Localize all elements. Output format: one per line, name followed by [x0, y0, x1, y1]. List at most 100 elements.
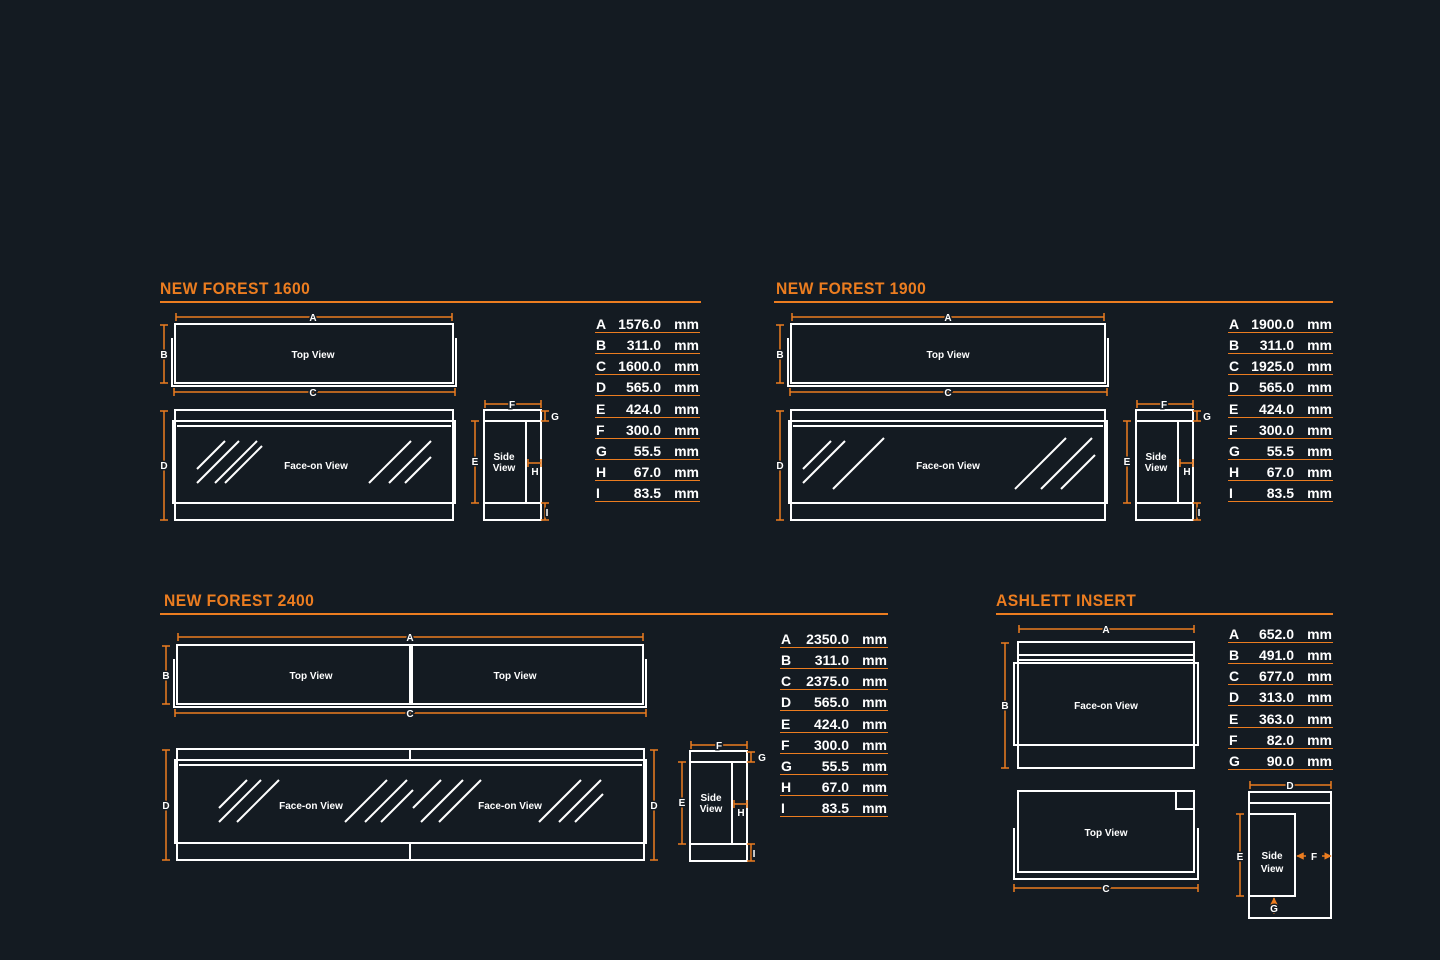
- spec-letter: I: [1229, 485, 1233, 502]
- spec-unit: mm: [674, 316, 699, 332]
- spec-value: 83.5: [1266, 485, 1294, 502]
- spec-letter: A: [1229, 316, 1240, 332]
- spec-unit: mm: [862, 800, 887, 817]
- nf1900-dim-D: D: [776, 461, 783, 472]
- spec-letter: F: [1229, 731, 1238, 748]
- spec-unit: mm: [1307, 710, 1332, 727]
- nf2400-dimension-labels: A B C D D E F G H I: [161, 632, 768, 862]
- nf1600-dim-A: A: [309, 313, 316, 324]
- panel-title-nf1900: NEW FOREST 1900: [776, 279, 927, 298]
- spec-letter: D: [596, 379, 607, 396]
- nf2400-dim-B: B: [162, 671, 169, 682]
- spec-letter: F: [596, 421, 605, 438]
- spec-value: 1900.0: [1251, 316, 1294, 332]
- spec-value: 1576.0: [618, 316, 661, 332]
- ashlett-dim-G: G: [1270, 904, 1278, 915]
- spec-value: 1600.0: [618, 358, 661, 375]
- spec-letter: D: [1229, 379, 1240, 396]
- nf1900-side-view-label-2: View: [1145, 463, 1168, 474]
- spec-unit: mm: [862, 673, 887, 690]
- spec-letter: D: [1229, 689, 1240, 706]
- ashlett-dim-E: E: [1237, 852, 1244, 863]
- spec-unit: mm: [862, 694, 887, 711]
- nf1900-top-view: [787, 323, 1109, 387]
- spec-unit: mm: [1307, 358, 1332, 375]
- nf2400-top-view: [173, 644, 647, 708]
- nf2400-dim-E: E: [679, 798, 686, 809]
- spec-value: 311.0: [1259, 337, 1294, 354]
- spec-unit: mm: [674, 337, 699, 354]
- spec-value: 2350.0: [806, 631, 849, 647]
- panel-rule-nf2400: [160, 613, 888, 615]
- nf1600-dim-F: F: [509, 400, 515, 411]
- spec-unit: mm: [1307, 668, 1332, 685]
- spec-unit: mm: [862, 715, 887, 732]
- spec-letter: G: [1229, 442, 1240, 459]
- spec-unit: mm: [674, 463, 699, 480]
- spec-unit: mm: [862, 757, 887, 774]
- nf1900-dim-G: G: [1203, 412, 1211, 423]
- spec-unit: mm: [1307, 485, 1332, 502]
- nf2400-dim-D-right: D: [650, 801, 657, 812]
- nf1900-dim-H: H: [1183, 467, 1190, 478]
- spec-letter: C: [781, 673, 792, 690]
- nf1600-dim-G: G: [551, 412, 559, 423]
- nf1900-top-view-label: Top View: [927, 350, 970, 361]
- spec-letter: E: [1229, 400, 1239, 417]
- spec-letter: G: [596, 442, 607, 459]
- nf2400-dimension-lines: [162, 633, 755, 862]
- nf1600-dim-C: C: [309, 388, 316, 399]
- spec-letter: C: [1229, 668, 1240, 685]
- spec-unit: mm: [1307, 731, 1332, 748]
- spec-value: 1925.0: [1251, 358, 1294, 375]
- nf1600-dim-D: D: [160, 461, 167, 472]
- spec-value: 652.0: [1258, 626, 1294, 642]
- nf1600-dimension-lines: [160, 313, 549, 521]
- spec-unit: mm: [1307, 400, 1332, 417]
- nf2400-dim-I: I: [753, 849, 756, 860]
- nf2400-dim-G: G: [758, 753, 766, 764]
- nf2400-side-view-label-2: View: [700, 804, 723, 815]
- spec-letter: A: [1229, 626, 1240, 642]
- ashlett-side-view-label-1: Side: [1261, 851, 1283, 862]
- spec-value: 424.0: [1258, 400, 1294, 417]
- nf1900-side-view-label-1: Side: [1145, 452, 1167, 463]
- spec-value: 565.0: [1258, 379, 1294, 396]
- nf1900-dim-I: I: [1198, 508, 1201, 519]
- nf2400-face-view-label-left: Face-on View: [279, 801, 343, 812]
- nf1600-top-view-label: Top View: [292, 350, 335, 361]
- panel-rule-nf1600: [160, 301, 701, 303]
- nf1900-dim-E: E: [1124, 457, 1131, 468]
- spec-letter: B: [596, 337, 607, 354]
- nf2400-face-view: [174, 748, 647, 861]
- nf1900-dim-A: A: [944, 313, 951, 324]
- spec-row-e: E 424.0 mm: [1228, 399, 1333, 418]
- spec-value: 311.0: [814, 652, 849, 669]
- spec-letter: I: [596, 485, 600, 502]
- spec-unit: mm: [674, 379, 699, 396]
- spec-row-i: I 83.5 mm: [1228, 483, 1333, 503]
- spec-letter: E: [596, 400, 606, 417]
- nf1900-dimension-labels: A B C D E F G H I: [775, 312, 1213, 521]
- spec-letter: G: [1229, 752, 1240, 769]
- spec-unit: mm: [674, 400, 699, 417]
- spec-value: 90.0: [1266, 752, 1294, 769]
- spec-value: 491.0: [1258, 647, 1294, 664]
- panel-rule-nf1900: [774, 301, 1333, 303]
- nf1600-dimension-labels: A B C D E F G H I: [159, 312, 561, 521]
